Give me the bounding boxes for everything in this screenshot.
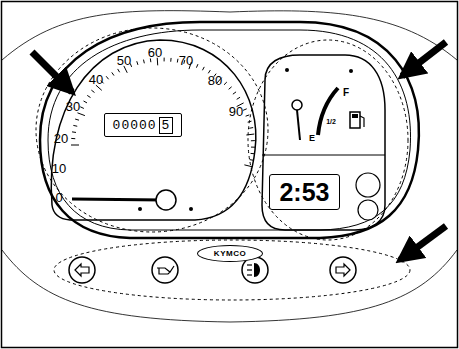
fuel-mark: E	[309, 134, 315, 143]
highlight-ring	[54, 240, 410, 300]
tick	[202, 67, 204, 70]
indicator-lamp	[356, 173, 380, 197]
tick	[233, 92, 236, 94]
tick	[96, 85, 102, 90]
tick	[244, 165, 252, 167]
tick	[224, 82, 227, 85]
oil-warning-button	[152, 257, 178, 283]
pointer-arrow	[402, 42, 446, 76]
fuel-pump-icon	[350, 112, 364, 128]
highlight-ring	[248, 40, 408, 240]
tick	[73, 125, 77, 127]
screw	[349, 69, 353, 73]
speed-needle	[72, 199, 163, 200]
speed-ticks	[71, 58, 255, 167]
clock-time: 2:53	[279, 180, 329, 205]
fuel-scale	[318, 88, 338, 135]
info-panel	[262, 55, 385, 230]
panel-divider	[262, 155, 385, 156]
tick	[77, 113, 84, 116]
tick	[150, 58, 152, 62]
needle-hub	[156, 190, 176, 210]
tick	[164, 58, 165, 62]
speed-number: 90	[229, 105, 243, 118]
odometer-digits: 5	[159, 117, 174, 134]
fuel-mark: F	[343, 88, 349, 98]
speed-number: 20	[54, 132, 68, 145]
pointer-arrow	[400, 226, 446, 260]
speed-number: 50	[117, 54, 131, 67]
indicator-lamp	[358, 200, 378, 220]
speedometer-dial	[51, 40, 256, 220]
fuel-needle	[297, 110, 300, 140]
tick	[91, 90, 94, 92]
logo-badge: KYMCO	[197, 245, 263, 262]
odometer-display: 000005	[104, 113, 182, 137]
tick	[229, 87, 232, 90]
tick	[249, 127, 253, 129]
tick	[72, 131, 76, 133]
tick	[75, 119, 79, 120]
left-turn-button	[69, 257, 95, 283]
odometer-digits: 00000	[113, 119, 157, 132]
needle-pivot	[292, 100, 302, 110]
tick	[112, 72, 114, 75]
speed-number: 70	[179, 54, 193, 67]
tick	[71, 145, 79, 146]
speed-number: 40	[89, 73, 103, 86]
speed-number: 80	[208, 74, 222, 87]
tick	[137, 61, 138, 65]
screw	[285, 68, 289, 72]
tick	[106, 76, 108, 79]
brand-name: KYMCO	[214, 250, 246, 258]
speed-number: 30	[66, 100, 80, 113]
speed-number: 10	[52, 162, 66, 175]
screw	[189, 207, 193, 211]
tick	[251, 147, 255, 148]
tick	[177, 59, 179, 63]
highlight-ring	[36, 28, 268, 232]
tick	[237, 97, 240, 99]
tick	[243, 109, 247, 111]
clock-display: 2:53	[269, 174, 340, 210]
tick	[118, 69, 120, 72]
tick	[71, 138, 75, 139]
pointer-arrow	[32, 52, 72, 92]
tick	[196, 64, 198, 68]
fuel-mark: 1/2	[326, 118, 336, 125]
speed-number: 0	[55, 191, 62, 204]
tick	[80, 107, 84, 109]
tick	[124, 66, 127, 73]
tick	[251, 140, 255, 141]
tick	[170, 58, 171, 62]
tick	[251, 153, 255, 154]
tick	[246, 115, 250, 116]
tick	[250, 159, 254, 161]
tick	[84, 101, 87, 103]
tick	[143, 60, 145, 64]
tick	[87, 95, 90, 97]
screw	[138, 207, 142, 211]
dashboard-housing	[48, 30, 411, 230]
right-turn-button	[330, 257, 356, 283]
speed-number: 60	[148, 46, 162, 59]
tick	[157, 58, 159, 66]
tick	[246, 134, 254, 136]
